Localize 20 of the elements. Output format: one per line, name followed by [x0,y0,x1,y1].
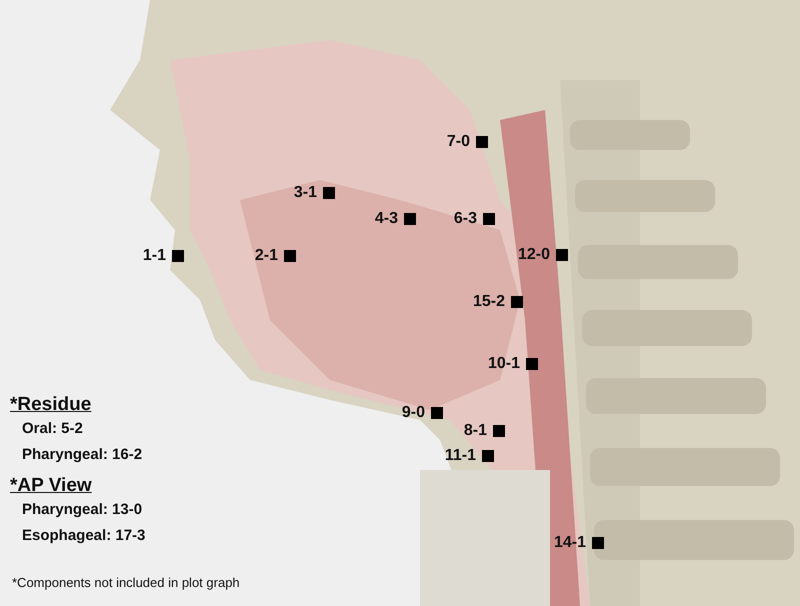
callout-number: 10-1 [488,355,520,373]
callout-number: 14-1 [554,534,586,552]
score-entry: Oral: 5-2 [22,420,83,437]
callout-number: 6-3 [454,210,477,228]
callout-number: 3-1 [294,184,317,202]
callout-number: 4-3 [374,210,398,228]
callout-number: 8-1 [464,422,487,440]
callout-number: 12-0 [518,246,550,264]
footnote: *Components not included in plot graph [12,575,240,590]
callout-number: 9-0 [402,404,425,422]
callout-number: 15-2 [472,293,505,311]
score-entry: Pharyngeal: 13-0 [22,501,142,518]
section-heading: *Residue [10,394,92,416]
score-entry: Esophageal: 17-3 [22,527,146,544]
callout-number: 1-1 [142,247,166,265]
callout-number: 2-1 [254,247,278,265]
section-heading: *AP View [10,475,92,497]
callout-number: 7-0 [446,133,470,151]
callout-number: 11-1 [444,447,476,465]
score-entry: Pharyngeal: 16-2 [22,446,142,463]
